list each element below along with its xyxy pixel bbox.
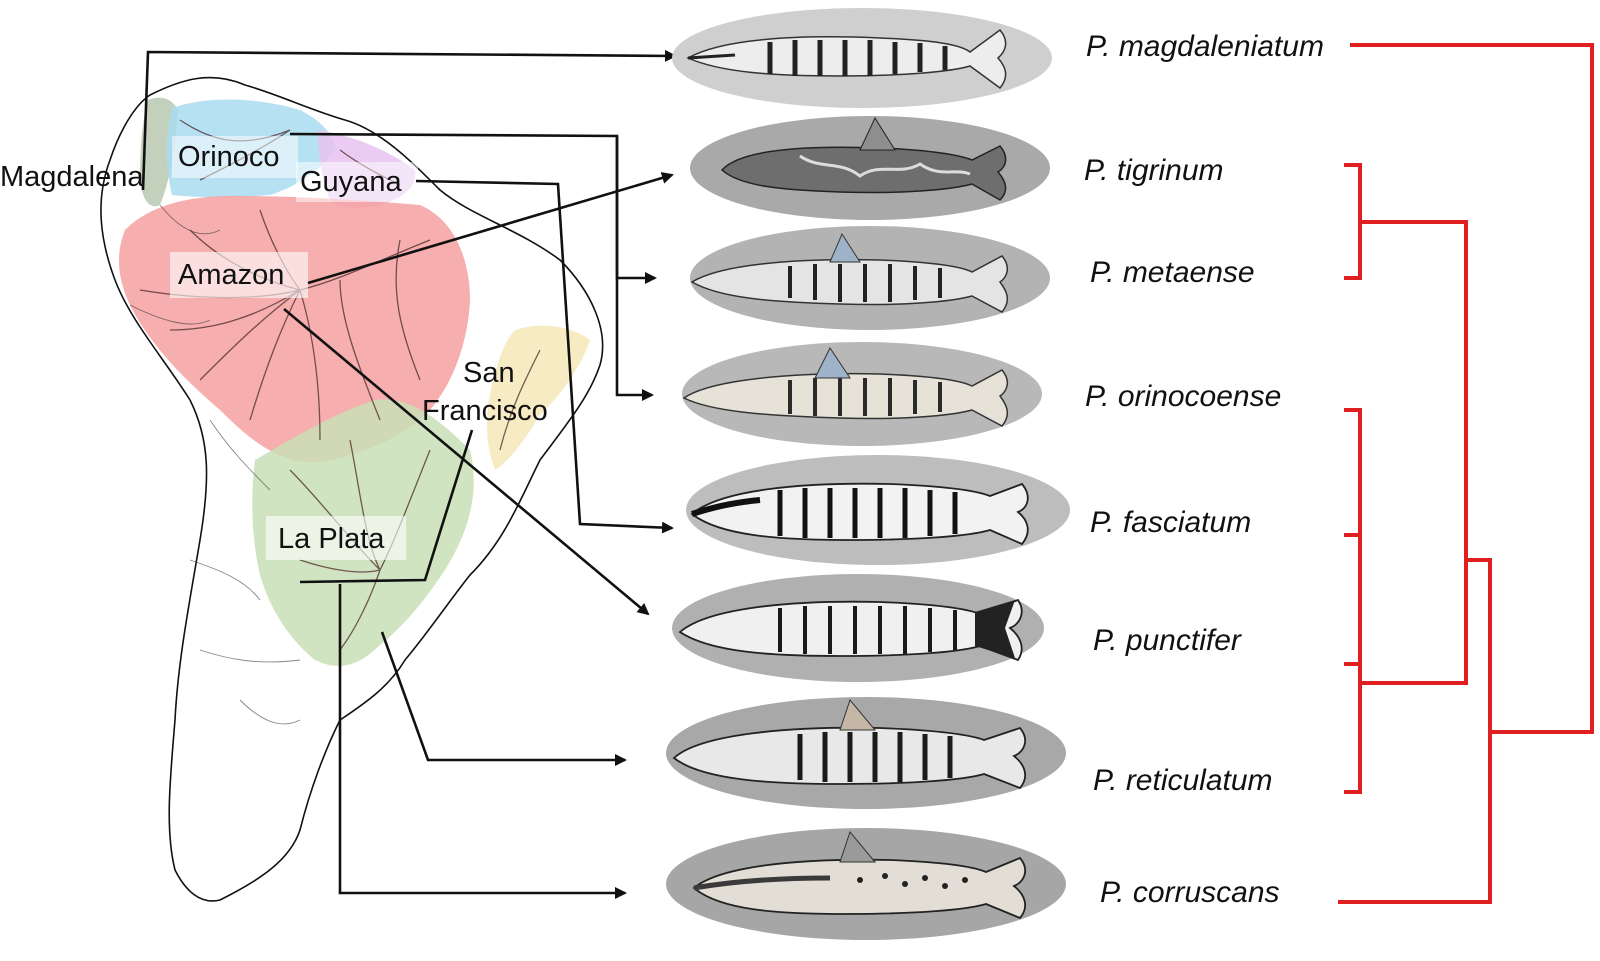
tree-clade-orinocoense-reticulatum	[1344, 408, 1362, 794]
species-labels: P. magdaleniatum P. tigrinum P. metaense…	[1084, 30, 1324, 909]
species-label-corruscans: P. corruscans	[1100, 876, 1280, 909]
species-label-magdaleniatum: P. magdaleniatum	[1086, 30, 1324, 63]
tree-node-inner	[1338, 558, 1492, 904]
arrow-laplata-to-reticulatum	[380, 631, 627, 766]
region-label-magdalena: Magdalena	[0, 161, 144, 193]
fish-icon	[686, 28, 1007, 90]
fish-panel-tigrinum	[690, 116, 1050, 220]
species-label-punctifer: P. punctifer	[1093, 624, 1242, 657]
species-label-metaense: P. metaense	[1090, 256, 1255, 289]
species-label-orinocoense: P. orinocoense	[1085, 380, 1281, 413]
fish-panel-fasciatum	[686, 455, 1070, 565]
fish-panels	[666, 8, 1070, 940]
arrow-amazon-to-punctifer	[283, 308, 650, 616]
arrow-magdalena-to-magdaleniatum	[141, 49, 677, 191]
region-label-guyana: Guyana	[300, 166, 402, 198]
tree-branch-magdaleniatum	[1350, 43, 1594, 734]
fish-icon	[678, 598, 1023, 662]
species-label-fasciatum: P. fasciatum	[1090, 506, 1251, 539]
arrow-guyana-to-fasciatum	[415, 179, 674, 534]
fish-icon	[682, 347, 1009, 427]
arrow-amazon-to-tigrinum	[307, 172, 674, 285]
region-label-amazon: Amazon	[178, 259, 284, 291]
magdalena-basin	[140, 97, 178, 207]
san-francisco-basin	[487, 325, 590, 470]
phylogenetic-tree	[1338, 43, 1594, 904]
connector-arrows	[141, 49, 677, 899]
fish-panel-magdaleniatum	[672, 8, 1052, 108]
region-label-san-francisco-line1: San	[463, 357, 515, 389]
tree-clade-tigrinum-metaense	[1344, 163, 1468, 685]
arrow-sanfrancisco-branch	[299, 429, 474, 584]
fish-panel-orinocoense	[682, 342, 1042, 446]
fish-panel-reticulatum	[666, 697, 1066, 809]
arrow-orinoco-to-orinocoense	[615, 136, 654, 401]
fish-icon	[690, 482, 1029, 546]
fish-icon	[690, 232, 1009, 313]
region-labels: Magdalena Orinoco Guyana Amazon San Fran…	[0, 136, 548, 560]
fish-panel-punctifer	[672, 574, 1044, 682]
region-label-orinoco: Orinoco	[178, 141, 280, 173]
fish-panel-metaense	[690, 226, 1050, 330]
region-label-la-plata: La Plata	[278, 523, 385, 555]
arrow-laplata-to-corruscans	[338, 584, 627, 899]
region-label-san-francisco-line2: Francisco	[422, 395, 548, 427]
fish-panel-corruscans	[666, 828, 1066, 940]
fish-icon	[720, 116, 1007, 201]
country-borders	[129, 204, 301, 725]
fish-icon	[672, 698, 1027, 790]
species-label-reticulatum: P. reticulatum	[1093, 764, 1273, 797]
fish-icon	[692, 830, 1027, 920]
species-label-tigrinum: P. tigrinum	[1084, 154, 1224, 187]
